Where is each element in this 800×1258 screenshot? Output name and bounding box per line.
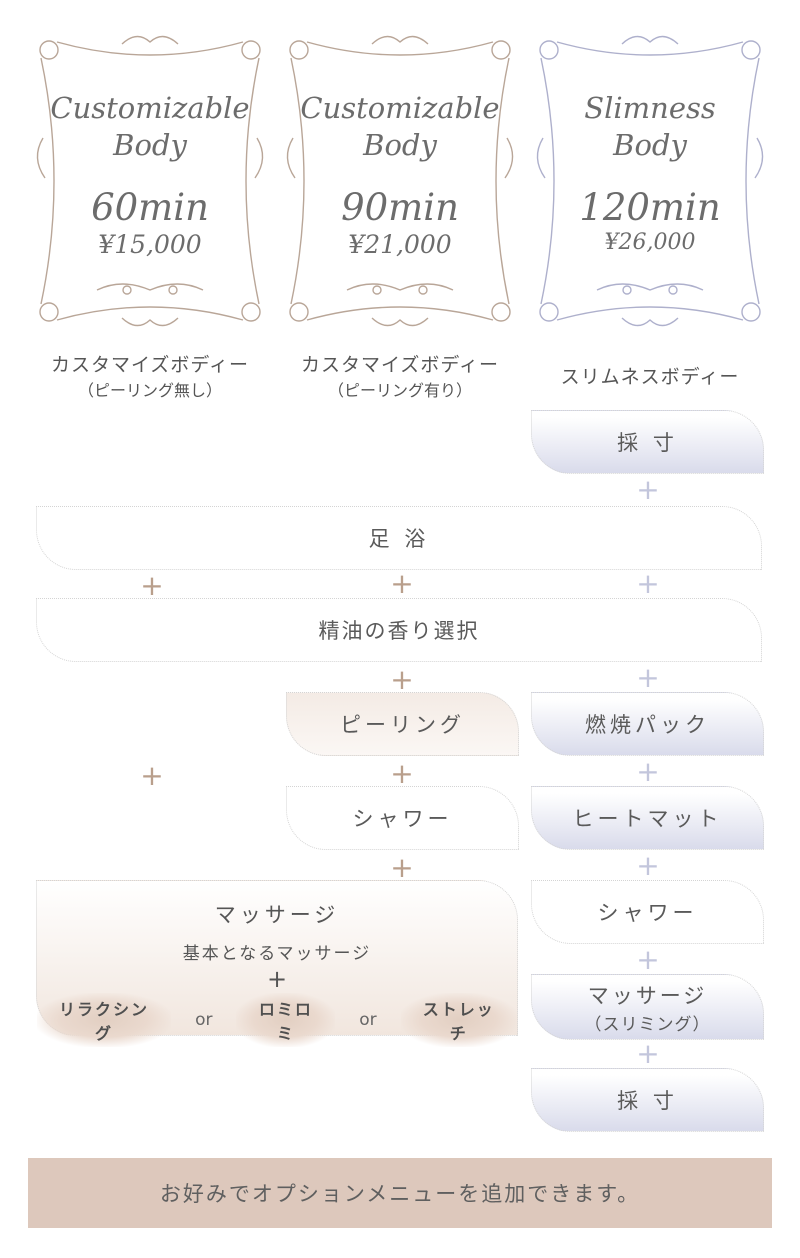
course-title: スリムネスボディー: [560, 366, 740, 388]
course-price: ¥26,000: [604, 230, 696, 255]
or-label: or: [195, 1010, 213, 1030]
massage-block: マッサージ 基本となるマッサージ + リラクシング or ロミロミ or ストレ…: [36, 880, 518, 1047]
footer-options-note: お好みでオプションメニューを追加できます。: [28, 1158, 772, 1228]
plus-icon: +: [636, 755, 660, 788]
course-title: カスタマイズボディー: [50, 354, 250, 376]
ornament-frame-icon: [286, 35, 514, 327]
massage-slimming-sub: （スリミング）: [584, 1014, 711, 1035]
course-title-jp-120: スリムネスボディー: [527, 362, 773, 389]
plus-icon: +: [636, 661, 660, 694]
massage-options: リラクシング or ロミロミ or ストレッチ: [37, 993, 517, 1047]
option-lomilomi: ロミロミ: [236, 993, 336, 1047]
course-title-jp-60: カスタマイズボディー （ピーリング無し）: [27, 350, 273, 401]
massage-subtitle: 基本となるマッサージ: [182, 944, 372, 964]
step-measure-end: 採 寸: [531, 1068, 764, 1132]
step-shower-120: シャワー: [531, 880, 764, 944]
massage-title: マッサージ: [214, 903, 340, 927]
course-subtitle: （ピーリング無し）: [77, 381, 222, 400]
course-duration: 120min: [579, 186, 721, 229]
plus-icon: +: [140, 569, 164, 602]
massage-slimming-title: マッサージ: [587, 983, 708, 1008]
plus-icon: +: [636, 567, 660, 600]
plus-icon: +: [390, 567, 414, 600]
plus-icon: +: [636, 473, 660, 506]
plus-icon: +: [266, 965, 288, 993]
plus-icon: +: [636, 849, 660, 882]
step-foot-bath: 足 浴: [36, 506, 762, 570]
step-oil-select: 精油の香り選択: [36, 598, 762, 662]
course-title: カスタマイズボディー: [300, 354, 500, 376]
plus-icon: +: [636, 1037, 660, 1070]
step-peeling: ピーリング: [286, 692, 519, 756]
course-price: ¥15,000: [98, 230, 202, 259]
plus-icon: +: [390, 757, 414, 790]
option-stretch: ストレッチ: [400, 993, 517, 1047]
plus-icon: +: [390, 663, 414, 696]
course-price: ¥21,000: [348, 230, 452, 259]
step-burn-pack: 燃焼パック: [531, 692, 764, 756]
course-subtitle: （ピーリング有り）: [327, 381, 472, 400]
or-label: or: [359, 1010, 377, 1030]
step-shower-90: シャワー: [286, 786, 519, 850]
ornament-frame-icon: [36, 35, 264, 327]
plus-icon: +: [140, 759, 164, 792]
option-relaxing: リラクシング: [37, 993, 172, 1047]
course-duration: 60min: [91, 186, 209, 229]
plus-icon: +: [390, 851, 414, 884]
step-measure-start: 採 寸: [531, 410, 764, 474]
ornament-frame-icon: [536, 35, 764, 327]
step-heat-mat: ヒートマット: [531, 786, 764, 850]
course-duration: 90min: [341, 186, 459, 229]
plus-icon: +: [636, 943, 660, 976]
course-title-jp-90: カスタマイズボディー （ピーリング有り）: [277, 350, 523, 401]
step-massage-slimming: マッサージ （スリミング）: [531, 974, 764, 1040]
